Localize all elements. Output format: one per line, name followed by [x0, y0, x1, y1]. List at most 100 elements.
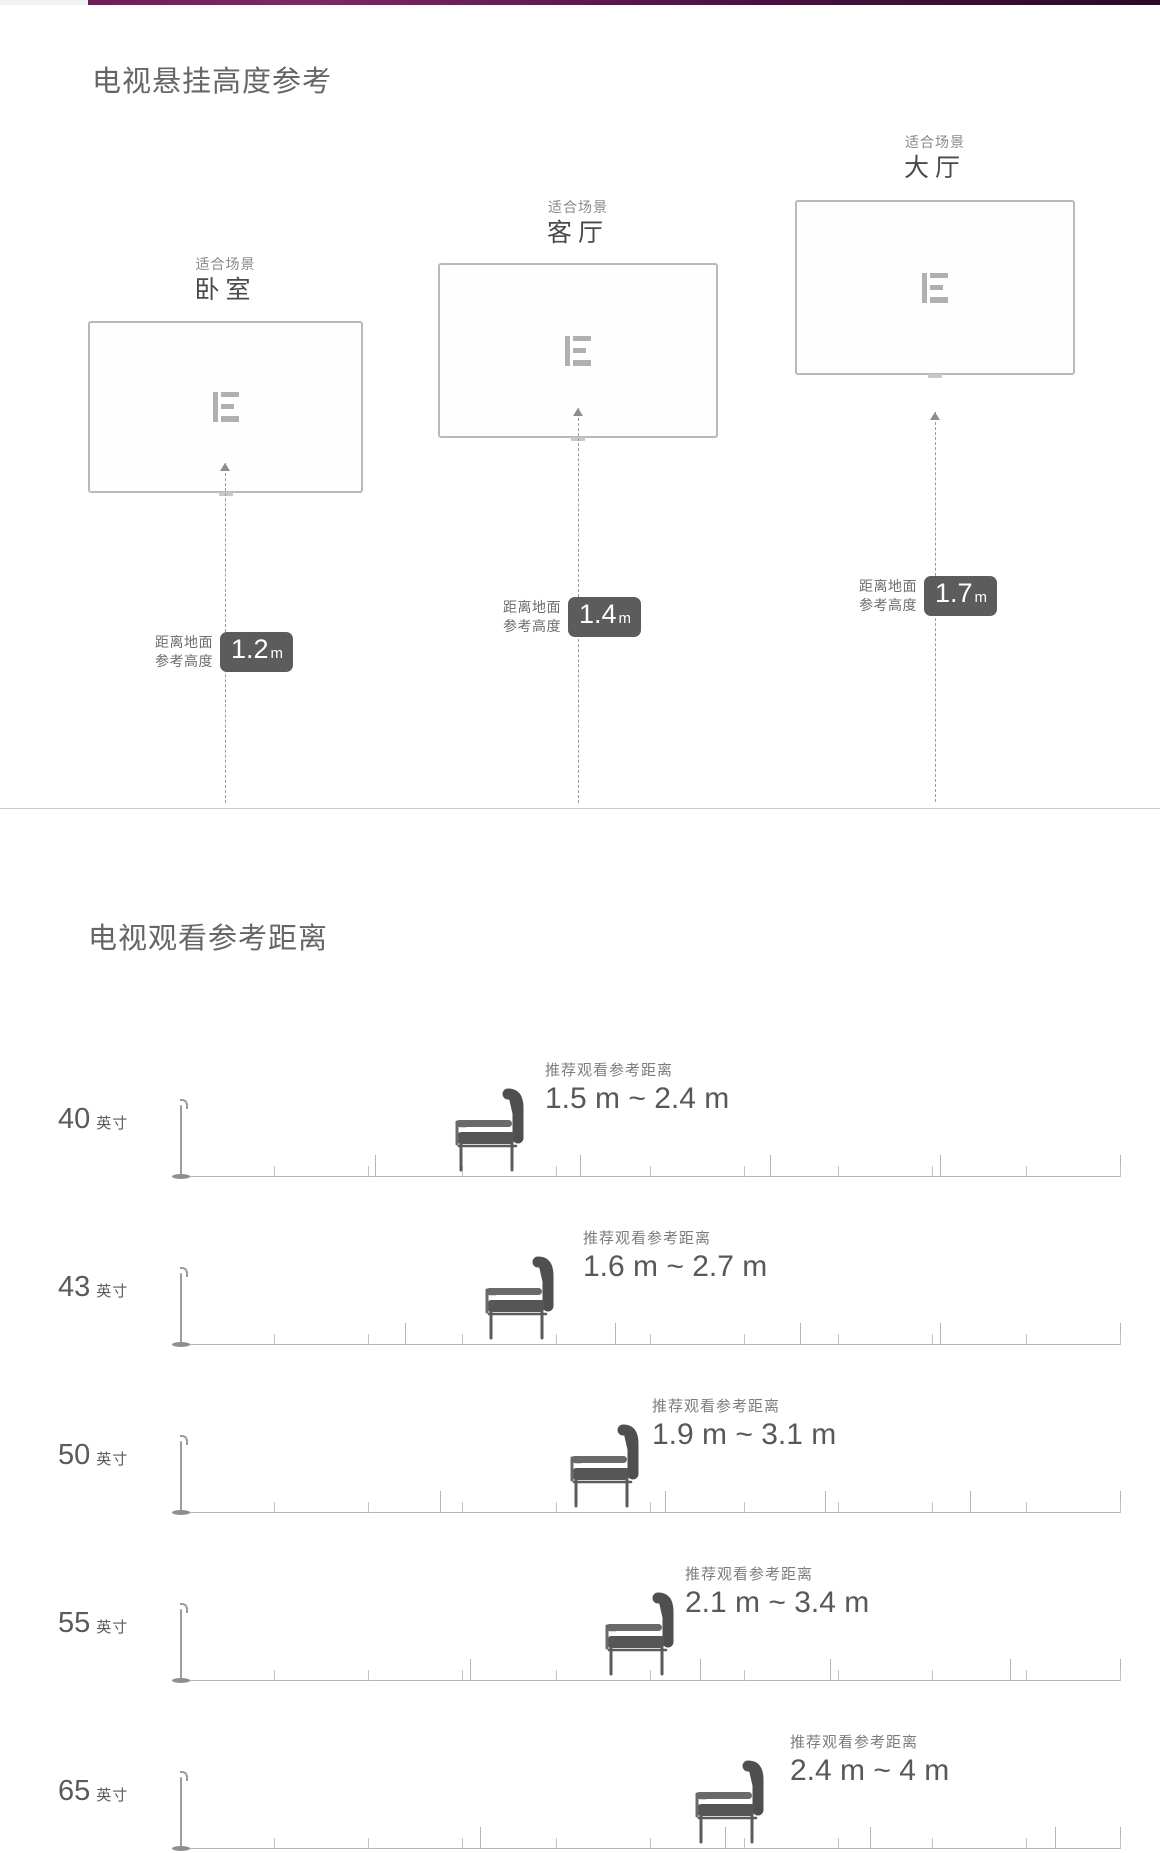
- ruler-tick: [725, 1827, 726, 1849]
- ruler-minor-tick: [274, 1502, 275, 1513]
- ruler-minor-tick: [368, 1334, 369, 1345]
- page-title-mounting: 电视悬挂高度参考: [92, 66, 333, 98]
- chair-figure: [565, 1422, 643, 1513]
- tv-group-bedroom: 适合场景 卧室: [88, 255, 363, 493]
- height-value-livingroom: 1.4: [579, 599, 617, 629]
- ruler-minor-tick: [556, 1670, 557, 1681]
- measure-post-base: [172, 1678, 190, 1683]
- top-accent-bar: [0, 0, 1160, 5]
- ruler-minor-tick: [1120, 1670, 1121, 1681]
- ruler-tick: [470, 1659, 471, 1681]
- ruler-tick: [870, 1827, 871, 1849]
- viewing-distance-label: 推荐观看参考距离 2.4 m ~ 4 m: [790, 1731, 949, 1788]
- ruler-minor-tick: [1120, 1166, 1121, 1177]
- ruler-minor-tick: [650, 1838, 651, 1849]
- ruler-tick: [405, 1323, 406, 1345]
- measure-post-base: [172, 1342, 190, 1347]
- accent-gradient-block: [88, 0, 1160, 5]
- ruler-minor-tick: [462, 1166, 463, 1177]
- measure-post-hook: [180, 1267, 188, 1277]
- ruler-minor-tick: [274, 1670, 275, 1681]
- tv-size-unit: 英寸: [96, 1787, 129, 1804]
- height-caption-line1-hall: 距离地面: [859, 578, 917, 594]
- ruler-minor-tick: [744, 1334, 745, 1345]
- ruler-minor-tick: [932, 1838, 933, 1849]
- tv-size-value: 55: [58, 1607, 91, 1639]
- measure-post: [180, 1441, 182, 1513]
- ruler-minor-tick: [1026, 1670, 1027, 1681]
- tv-size-unit: 英寸: [96, 1451, 129, 1468]
- height-value-hall: 1.7: [935, 578, 973, 608]
- tv-screen-bedroom: [88, 321, 363, 493]
- letv-logo-livingroom: [565, 335, 591, 366]
- viewing-distance-range: 1.5 m ~ 2.4 m: [545, 1082, 730, 1115]
- measure-post-hook: [180, 1435, 188, 1445]
- ruler-minor-tick: [1026, 1166, 1027, 1177]
- height-arrow-livingroom: [573, 408, 583, 416]
- scene-name-hall: 大厅: [903, 154, 966, 182]
- ruler-minor-tick: [274, 1838, 275, 1849]
- ruler-minor-tick: [368, 1838, 369, 1849]
- viewing-distance-caption: 推荐观看参考距离: [790, 1734, 919, 1751]
- ruler-tick: [970, 1491, 971, 1513]
- tv-size-value: 43: [58, 1271, 91, 1303]
- viewing-distance-caption: 推荐观看参考距离: [545, 1062, 674, 1079]
- ruler-tick: [440, 1491, 441, 1513]
- chair-icon: [485, 1256, 554, 1340]
- ruler-tick: [615, 1323, 616, 1345]
- ruler-minor-tick: [556, 1166, 557, 1177]
- ruler-minor-tick: [1026, 1838, 1027, 1849]
- ruler-minor-tick: [744, 1502, 745, 1513]
- ruler-tick: [480, 1827, 481, 1849]
- height-caption-line2-bedroom: 参考高度: [155, 653, 213, 669]
- ruler-minor-tick: [462, 1334, 463, 1345]
- ruler-tick: [800, 1323, 801, 1345]
- measure-post-hook: [180, 1771, 188, 1781]
- ruler-tick: [1010, 1659, 1011, 1681]
- viewing-distance-range: 2.4 m ~ 4 m: [790, 1754, 950, 1787]
- ruler-tick: [580, 1155, 581, 1177]
- tv-group-livingroom: 适合场景 客厅: [438, 198, 718, 438]
- ruler-minor-tick: [462, 1670, 463, 1681]
- ruler-minor-tick: [744, 1838, 745, 1849]
- letv-logo-hall: [922, 272, 948, 303]
- measure-post: [180, 1105, 182, 1177]
- ruler-minor-tick: [932, 1166, 933, 1177]
- viewing-distance-caption: 推荐观看参考距离: [685, 1566, 814, 1583]
- ruler-minor-tick: [368, 1166, 369, 1177]
- scene-caption-hall: 适合场景: [905, 134, 965, 150]
- ruler-tick: [375, 1155, 376, 1177]
- ruler-minor-tick: [556, 1334, 557, 1345]
- chair-icon: [695, 1760, 764, 1844]
- ruler-minor-tick: [744, 1670, 745, 1681]
- page-title-viewing: 电视观看参考距离: [88, 923, 329, 955]
- tv-size-value: 40: [58, 1103, 91, 1135]
- chair-figure: [600, 1590, 678, 1681]
- ruler-minor-tick: [838, 1166, 839, 1177]
- ruler-minor-tick: [838, 1502, 839, 1513]
- scene-name-livingroom: 客厅: [546, 219, 609, 247]
- ruler-minor-tick: [1120, 1334, 1121, 1345]
- ruler-minor-tick: [838, 1334, 839, 1345]
- measure-post: [180, 1609, 182, 1681]
- height-caption-line1-livingroom: 距离地面: [503, 599, 561, 615]
- scene-caption-bedroom: 适合场景: [195, 256, 256, 272]
- scene-caption-livingroom: 适合场景: [548, 199, 608, 215]
- measure-post-hook: [180, 1603, 188, 1613]
- ruler-tick: [825, 1491, 826, 1513]
- section-divider: [0, 808, 1160, 809]
- ruler-minor-tick: [368, 1670, 369, 1681]
- chair-figure: [450, 1086, 528, 1177]
- height-caption-line2-livingroom: 参考高度: [503, 618, 561, 634]
- viewing-distance-caption: 推荐观看参考距离: [583, 1230, 712, 1247]
- ruler-minor-tick: [368, 1502, 369, 1513]
- ruler-minor-tick: [650, 1334, 651, 1345]
